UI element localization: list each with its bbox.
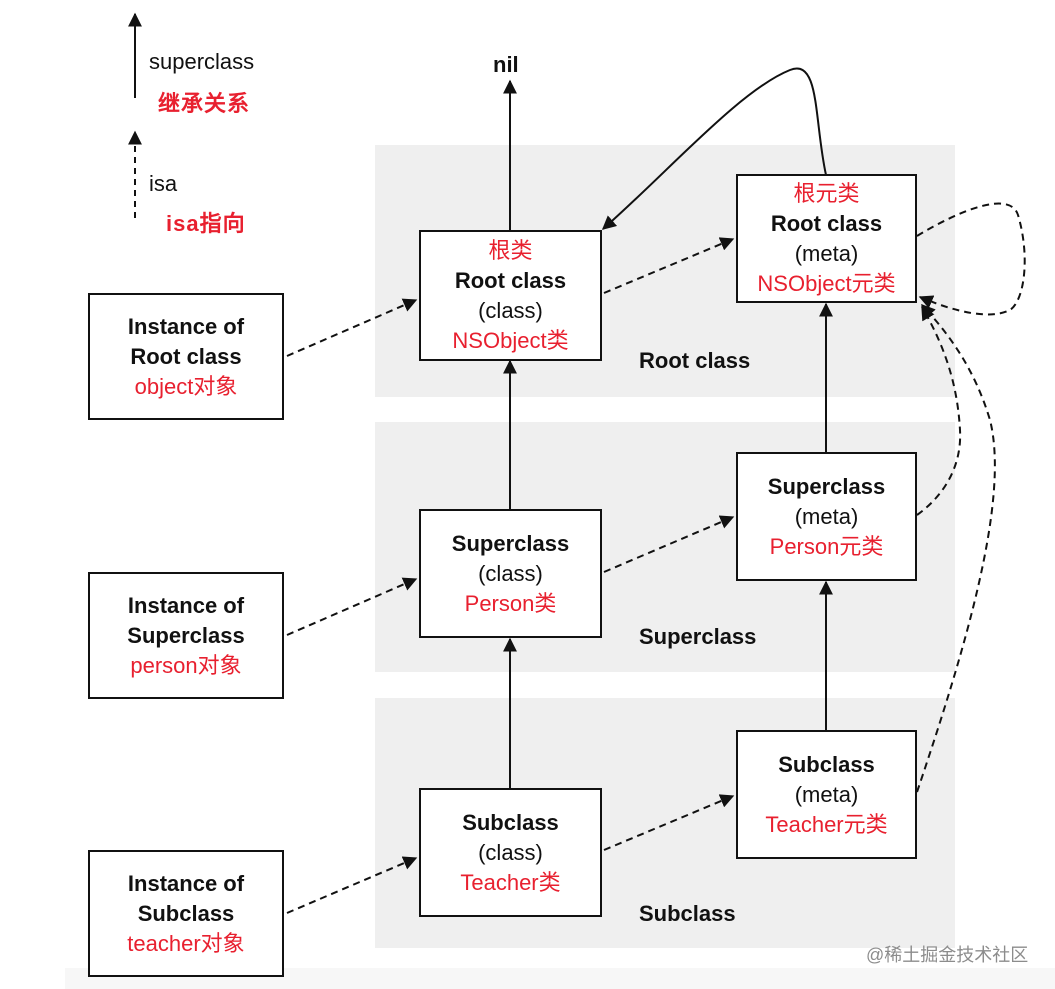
class-root-cn: NSObject类 <box>452 327 569 353</box>
meta-root-cn: NSObject元类 <box>757 270 896 296</box>
isa-arrow-superclass-to-supermeta <box>603 515 735 573</box>
legend-superclass-label: superclass <box>149 49 255 74</box>
legend-isa-label: isa <box>149 171 178 196</box>
class-box-root: 根类 Root class (class) NSObject类 <box>419 230 602 361</box>
isa-arrow-object-to-rootclass <box>286 298 418 357</box>
nil-label: nil <box>493 52 519 77</box>
instance-subclass-cn: teacher对象 <box>127 930 245 956</box>
class-root-title: Root class <box>454 267 567 293</box>
class-superclass-kind: (class) <box>478 560 543 586</box>
meta-superclass-title: Superclass <box>767 473 886 499</box>
meta-box-subclass: Subclass (meta) Teacher元类 <box>736 730 917 859</box>
superclass-arrow-rootmeta-to-rootclass <box>601 67 827 230</box>
band-label-superclass: Superclass <box>639 624 757 649</box>
class-subclass-cn: Teacher类 <box>460 869 561 895</box>
instance-superclass-line1: Instance of <box>127 592 245 618</box>
isa-arrow-submeta-to-rootmeta <box>916 303 996 793</box>
legend-superclass-cn: 继承关系 <box>158 91 251 116</box>
instance-superclass-line2: Superclass <box>127 622 245 648</box>
meta-box-superclass: Superclass (meta) Person元类 <box>736 452 917 581</box>
instance-root-line1: Instance of <box>127 313 245 339</box>
meta-root-title: Root class <box>770 210 883 236</box>
watermark-text: @稀土掘金技术社区 <box>866 945 1029 965</box>
meta-box-root: 根元类 Root class (meta) NSObject元类 <box>736 174 917 303</box>
class-superclass-cn: Person类 <box>464 590 557 616</box>
class-subclass-kind: (class) <box>478 839 543 865</box>
isa-arrow-rootmeta-self <box>916 202 1026 316</box>
meta-subclass-kind: (meta) <box>794 781 859 807</box>
class-subclass-title: Subclass <box>462 809 559 835</box>
isa-arrow-subclass-to-submeta <box>603 794 735 851</box>
class-root-kind: (class) <box>478 297 543 323</box>
instance-root-cn: object对象 <box>134 373 238 399</box>
meta-subclass-title: Subclass <box>778 751 875 777</box>
instance-box-subclass: Instance of Subclass teacher对象 <box>88 850 284 977</box>
instance-root-line2: Root class <box>130 343 242 369</box>
meta-subclass-cn: Teacher元类 <box>765 811 888 837</box>
band-label-subclass: Subclass <box>639 901 736 926</box>
class-root-cn-top: 根类 <box>488 237 533 263</box>
instance-subclass-line1: Instance of <box>127 870 245 896</box>
isa-arrow-person-to-superclass <box>286 577 418 636</box>
band-label-root-class: Root class <box>639 348 751 373</box>
instance-subclass-line2: Subclass <box>137 900 235 926</box>
isa-arrow-rootclass-to-rootmeta <box>603 237 735 294</box>
instance-box-root: Instance of Root class object对象 <box>88 293 284 420</box>
meta-root-cn-top: 根元类 <box>793 180 860 206</box>
class-box-subclass: Subclass (class) Teacher类 <box>419 788 602 917</box>
instance-superclass-cn: person对象 <box>130 652 242 678</box>
class-box-superclass: Superclass (class) Person类 <box>419 509 602 638</box>
legend-isa-cn: isa指向 <box>166 211 246 236</box>
meta-root-kind: (meta) <box>794 240 859 266</box>
isa-arrow-teacher-to-subclass <box>286 856 418 914</box>
meta-superclass-cn: Person元类 <box>769 533 884 559</box>
class-superclass-title: Superclass <box>451 530 570 556</box>
isa-arrow-supermeta-to-rootmeta <box>916 305 962 516</box>
meta-superclass-kind: (meta) <box>794 503 859 529</box>
bottom-strip <box>65 968 1055 989</box>
instance-box-superclass: Instance of Superclass person对象 <box>88 572 284 699</box>
